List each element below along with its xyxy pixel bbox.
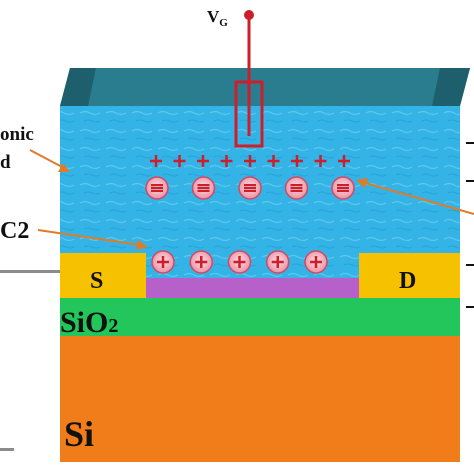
drain-contact — [359, 253, 460, 298]
electrolyte-top-face — [60, 68, 470, 106]
positive-charge — [220, 155, 233, 167]
positive-charge — [267, 155, 280, 167]
source-label: S — [90, 268, 103, 294]
ionic-liquid-arrow-line — [29, 149, 65, 169]
edl-arrow-line — [37, 229, 141, 246]
positive-charge — [338, 155, 350, 167]
drain-label: D — [399, 268, 416, 294]
left-bottom-tick — [0, 448, 14, 451]
positive-ion-icon — [151, 250, 175, 274]
positive-charge — [244, 155, 256, 167]
positive-ion-icon — [227, 250, 252, 274]
gate-voltage-label: VG — [207, 7, 228, 29]
positive-ion-icon — [189, 250, 213, 274]
gate-terminal-dot — [244, 10, 254, 20]
substrate-label: Si — [64, 414, 94, 454]
positive-charge-row — [150, 155, 350, 167]
positive-charge — [314, 155, 327, 167]
positive-charge — [291, 155, 303, 167]
substrate-layer — [60, 336, 460, 462]
oxide-layer — [60, 298, 460, 336]
negative-ion-icon — [284, 176, 309, 200]
semiconductor-channel — [146, 278, 359, 298]
ionic-liquid-label-line2: d — [0, 152, 11, 173]
positive-ion-row — [151, 250, 328, 274]
negative-ion-icon — [238, 176, 262, 200]
source-contact — [60, 253, 146, 298]
ionic-liquid-label-line1: onic — [0, 124, 34, 145]
edl-label: C2 — [0, 218, 29, 244]
right-arrow-line — [361, 181, 474, 215]
negative-ion-icon — [145, 176, 169, 200]
right-arrow-head — [356, 178, 368, 188]
oxide-label: SiO2 — [60, 306, 118, 339]
positive-charge — [197, 155, 209, 167]
left-ledge-line — [0, 270, 60, 273]
positive-ion-icon — [304, 250, 328, 274]
positive-charge — [173, 155, 186, 167]
edl-arrow-head — [136, 240, 148, 250]
negative-ion-icon — [191, 176, 216, 200]
negative-ion-row — [145, 176, 355, 200]
positive-charge — [150, 155, 162, 167]
positive-ion-icon — [266, 250, 290, 274]
electrolyte-top-shade — [60, 68, 96, 106]
negative-ion-icon — [331, 176, 355, 200]
ionic-liquid-arrow-head — [58, 163, 70, 172]
electrolyte-top-shade-right — [432, 68, 470, 106]
